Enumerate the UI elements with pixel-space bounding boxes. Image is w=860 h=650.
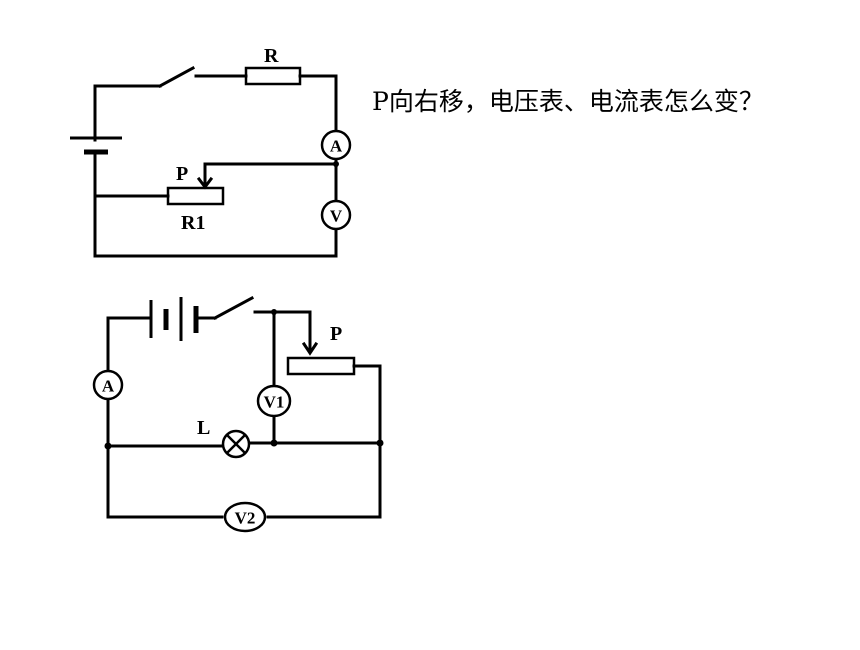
circuit1-rheostat-r1 (166, 186, 225, 206)
circuit2-slider-label: P (330, 323, 342, 345)
circuit2-switch-blade (212, 295, 255, 321)
circuit1-slider-label: P (176, 163, 188, 185)
circuit-2: A V1 V2 P L (92, 295, 384, 533)
circuit1-voltmeter-label: V (330, 207, 343, 226)
circuit1-voltmeter (320, 199, 352, 231)
circuit1-switch-blade (157, 65, 196, 89)
circuit2-junction-top (271, 309, 277, 315)
circuit2-voltmeter-v2-label: V2 (235, 509, 256, 528)
circuit1-wire-top-left (93, 84, 162, 142)
circuit1-resistor-r (244, 66, 302, 86)
circuit2-ammeter (92, 369, 124, 401)
circuit2-lamp-icon (221, 429, 251, 459)
circuit2-junction-v1 (270, 439, 278, 447)
question-text: P向右移，电压表、电流表怎么变？ (372, 87, 764, 116)
circuit1-resistor-label: R (264, 45, 279, 67)
circuit1-ammeter (320, 129, 352, 161)
circuit2-slider-arrow (301, 341, 319, 356)
circuit1-ammeter-label: A (330, 137, 343, 156)
circuit1-junction (333, 161, 339, 167)
circuit1-rheostat-label: R1 (181, 212, 205, 234)
circuit2-rheostat (286, 356, 356, 376)
circuit2-junction-left (104, 442, 112, 450)
circuit2-wire-switch-right (253, 310, 312, 354)
circuit2-wire-v2-loop (106, 444, 224, 519)
circuit-1: A V R P R1 (70, 45, 352, 258)
circuit1-wire-voltmeter-to-bottom (93, 153, 338, 258)
circuit2-voltmeter-v2 (223, 501, 267, 533)
circuit1-wire-r-to-ammeter (298, 74, 338, 132)
circuit2-junction-right (376, 439, 384, 447)
circuit1-wire-slider (203, 162, 338, 188)
circuit2-voltmeter-v1-label: V1 (264, 393, 285, 412)
circuit2-wire-v2-right (266, 441, 382, 519)
circuit2-voltmeter-v1 (256, 384, 292, 418)
circuit2-lamp-label: L (197, 417, 210, 439)
circuit2-wire-battery-left (106, 316, 153, 372)
circuit2-wire-rheostat-right (352, 364, 382, 445)
circuit2-ammeter-label: A (102, 377, 115, 396)
